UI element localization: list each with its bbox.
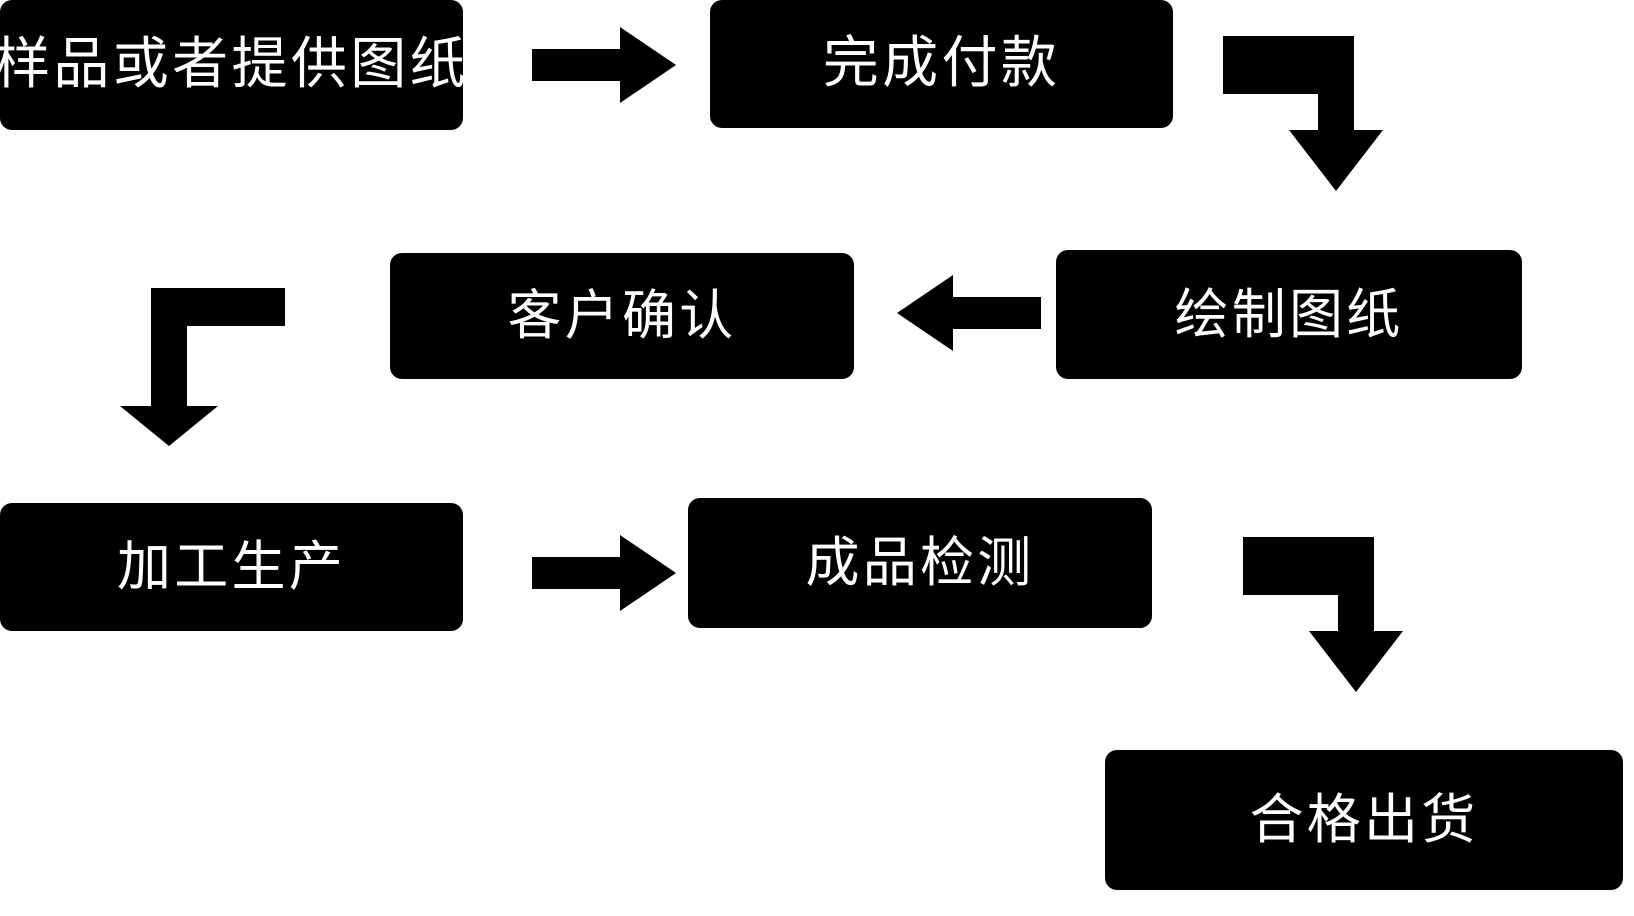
node-shipment[interactable]: 合格出货 bbox=[1105, 750, 1623, 890]
arrow-right-icon bbox=[532, 535, 676, 611]
node-sample-label: 样品或者提供图纸 bbox=[0, 32, 469, 98]
node-drawing[interactable]: 绘制图纸 bbox=[1056, 250, 1522, 379]
node-confirm-label: 客户确认 bbox=[507, 284, 737, 348]
node-payment-label: 完成付款 bbox=[822, 31, 1061, 97]
node-production-label: 加工生产 bbox=[117, 535, 346, 599]
arrow-left-icon bbox=[897, 275, 1041, 351]
connector-sample-to-payment bbox=[532, 27, 676, 103]
elbow-arrow-left-down-icon bbox=[120, 288, 285, 446]
node-production[interactable]: 加工生产 bbox=[0, 503, 463, 631]
node-shipment-label: 合格出货 bbox=[1249, 788, 1479, 852]
connector-payment-to-drawing bbox=[1223, 36, 1383, 191]
connector-drawing-to-confirm bbox=[897, 275, 1041, 351]
connector-inspection-to-shipment bbox=[1243, 537, 1403, 692]
elbow-arrow-right-down-icon bbox=[1243, 537, 1403, 692]
node-drawing-label: 绘制图纸 bbox=[1174, 282, 1404, 346]
node-inspection[interactable]: 成品检测 bbox=[688, 498, 1152, 628]
node-payment[interactable]: 完成付款 bbox=[710, 0, 1173, 128]
elbow-arrow-right-down-icon bbox=[1223, 36, 1383, 191]
arrow-right-icon bbox=[532, 27, 676, 103]
node-sample[interactable]: 样品或者提供图纸 bbox=[0, 0, 466, 130]
node-confirm[interactable]: 客户确认 bbox=[390, 253, 854, 379]
connector-production-to-inspection bbox=[532, 535, 676, 611]
connector-confirm-to-production bbox=[117, 288, 285, 446]
node-inspection-label: 成品检测 bbox=[805, 531, 1035, 595]
